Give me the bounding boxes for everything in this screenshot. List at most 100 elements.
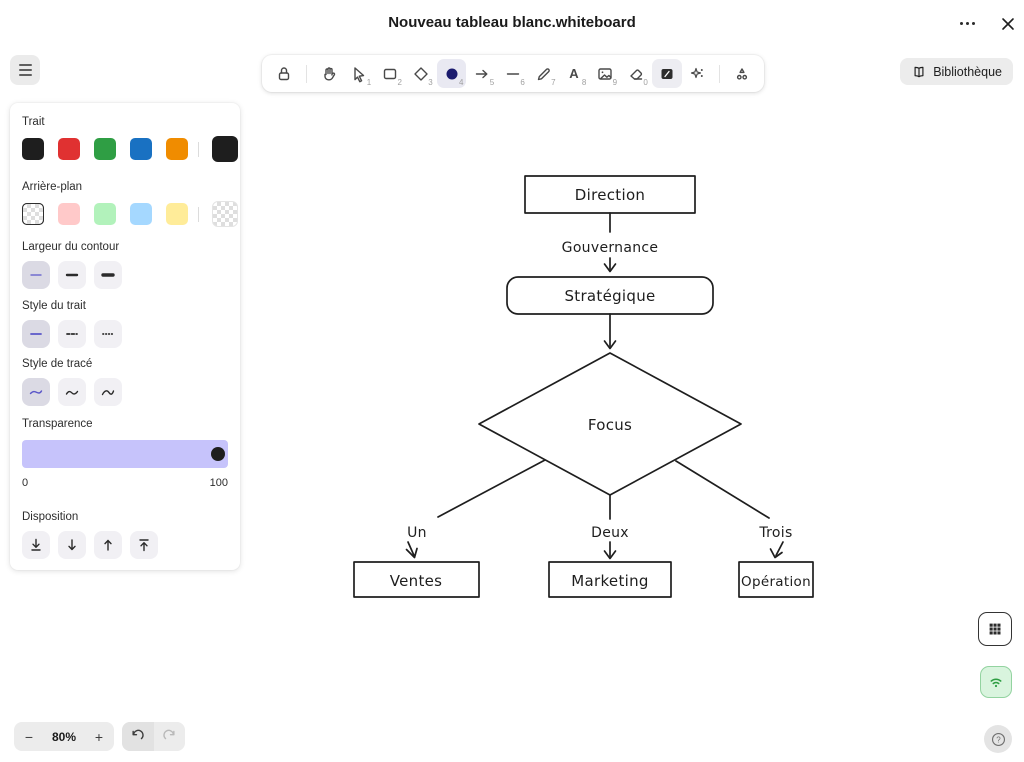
redo-button[interactable]: [154, 722, 186, 751]
ellipse-icon: [446, 68, 458, 79]
more-tools-button[interactable]: [683, 59, 713, 88]
hand-tool-button[interactable]: [314, 59, 344, 88]
svg-text:Direction: Direction: [575, 186, 645, 204]
zoom-out-button[interactable]: −: [14, 722, 44, 751]
transparency-slider-knob[interactable]: [211, 447, 225, 461]
transparency-section: Transparence 0 100: [22, 418, 228, 489]
toolbar-separator: [719, 64, 721, 83]
flowchart-node-strategique[interactable]: Stratégique: [506, 276, 714, 315]
sloppiness-architect-button[interactable]: [22, 378, 50, 406]
flowchart-node-operation[interactable]: Opération: [738, 561, 814, 598]
stroke-color-orange[interactable]: [166, 138, 188, 160]
selection-tool-button[interactable]: 1: [344, 59, 374, 88]
extrabold-line-icon: [101, 273, 115, 277]
toolbar-separator: [305, 64, 307, 83]
stroke-color-black[interactable]: [22, 138, 44, 160]
text-icon: A: [570, 66, 580, 81]
transparency-slider[interactable]: [22, 440, 228, 468]
background-current-color[interactable]: [212, 201, 238, 227]
background-color-green[interactable]: [94, 203, 116, 225]
ellipsis-icon: [959, 21, 963, 25]
swatch-separator: [198, 141, 199, 157]
connection-status-button[interactable]: [980, 666, 1012, 698]
undo-button[interactable]: [122, 722, 154, 751]
arrow-tool-button[interactable]: 5: [467, 59, 497, 88]
svg-text:Ventes: Ventes: [390, 572, 443, 590]
sparkles-icon: [691, 67, 704, 78]
hand-icon: [323, 66, 335, 81]
bring-to-front-icon: [139, 539, 149, 552]
stroke-color-red[interactable]: [58, 138, 80, 160]
transparency-min-label: 0: [22, 477, 29, 489]
lock-tool-button[interactable]: [269, 59, 299, 88]
help-button[interactable]: ?: [984, 725, 1012, 753]
stroke-style-label: Style du trait: [22, 300, 86, 312]
dotted-line-icon: [102, 333, 114, 335]
main-menu-button[interactable]: [10, 55, 40, 85]
stroke-section-label: Trait: [22, 116, 45, 128]
redo-icon: [163, 729, 175, 740]
draw-tool-button[interactable]: 7: [529, 59, 559, 88]
svg-text:?: ?: [996, 735, 1001, 744]
stroke-color-green[interactable]: [94, 138, 116, 160]
sloppiness-cartoonist-button[interactable]: [94, 378, 122, 406]
frame-tool-button[interactable]: [651, 59, 682, 88]
stroke-width-bold-button[interactable]: [58, 261, 86, 289]
bring-to-front-button[interactable]: [130, 531, 158, 559]
svg-text:A: A: [570, 66, 580, 81]
background-color-yellow[interactable]: [166, 203, 188, 225]
flowchart-edge-un[interactable]: Un: [405, 459, 546, 559]
flowchart-node-direction[interactable]: Direction: [524, 175, 696, 214]
stroke-width-label: Largeur du contour: [22, 241, 120, 253]
text-tool-button[interactable]: A 8: [560, 59, 590, 88]
background-color-pink[interactable]: [58, 203, 80, 225]
line-tool-button[interactable]: 6: [498, 59, 528, 88]
close-button[interactable]: [996, 12, 1020, 36]
flowchart-edge-gouvernance[interactable]: Gouvernance: [562, 212, 659, 273]
stroke-color-blue[interactable]: [130, 138, 152, 160]
transparency-label: Transparence: [22, 418, 93, 430]
stroke-style-solid-button[interactable]: [22, 320, 50, 348]
flowchart-edge-deux[interactable]: Deux: [591, 494, 629, 560]
background-color-transparent[interactable]: [22, 203, 44, 225]
grid-toggle-button[interactable]: [978, 612, 1012, 646]
flowchart-edge-trois[interactable]: Trois: [675, 460, 793, 559]
zoom-in-button[interactable]: +: [84, 722, 114, 751]
library-button-label: Bibliothèque: [933, 64, 1002, 79]
stroke-style-dashed-button[interactable]: [58, 320, 86, 348]
eraser-tool-button[interactable]: 0: [621, 59, 651, 88]
flowchart-node-marketing[interactable]: Marketing: [548, 561, 672, 598]
send-backward-button[interactable]: [58, 531, 86, 559]
background-section-label: Arrière-plan: [22, 181, 83, 193]
transparency-max-label: 100: [209, 477, 228, 489]
stroke-width-extrabold-button[interactable]: [94, 261, 122, 289]
flowchart-edge-strategique-focus[interactable]: [603, 313, 617, 350]
diamond-tool-button[interactable]: 3: [406, 59, 436, 88]
background-color-blue[interactable]: [130, 203, 152, 225]
flowchart-node-ventes[interactable]: Ventes: [353, 561, 480, 598]
tool-toolbar: 1 2 3 4 5 6 7 A 8 9 0: [262, 55, 764, 92]
stroke-style-dotted-button[interactable]: [94, 320, 122, 348]
diagram-tool-button[interactable]: [727, 59, 757, 88]
sloppiness-artist-button[interactable]: [58, 378, 86, 406]
library-button[interactable]: Bibliothèque: [900, 58, 1013, 85]
send-backward-icon: [68, 539, 76, 551]
zoom-control: − 80% +: [14, 722, 114, 751]
bring-forward-button[interactable]: [94, 531, 122, 559]
zoom-level[interactable]: 80%: [51, 729, 77, 744]
svg-text:Deux: Deux: [591, 525, 629, 541]
ellipse-tool-button[interactable]: 4: [436, 59, 467, 88]
rectangle-icon: [383, 68, 397, 79]
svg-text:Trois: Trois: [758, 525, 792, 541]
stroke-width-thin-button[interactable]: [22, 261, 50, 289]
diamond-icon: [414, 66, 428, 81]
image-tool-button[interactable]: 9: [590, 59, 620, 88]
more-options-button[interactable]: [954, 12, 980, 34]
eraser-icon: [630, 68, 643, 80]
stroke-current-color[interactable]: [212, 136, 238, 162]
sloppiness-label: Style de tracé: [22, 358, 93, 370]
rectangle-tool-button[interactable]: 2: [375, 59, 405, 88]
send-to-back-button[interactable]: [22, 531, 50, 559]
wifi-icon: [990, 678, 1002, 688]
